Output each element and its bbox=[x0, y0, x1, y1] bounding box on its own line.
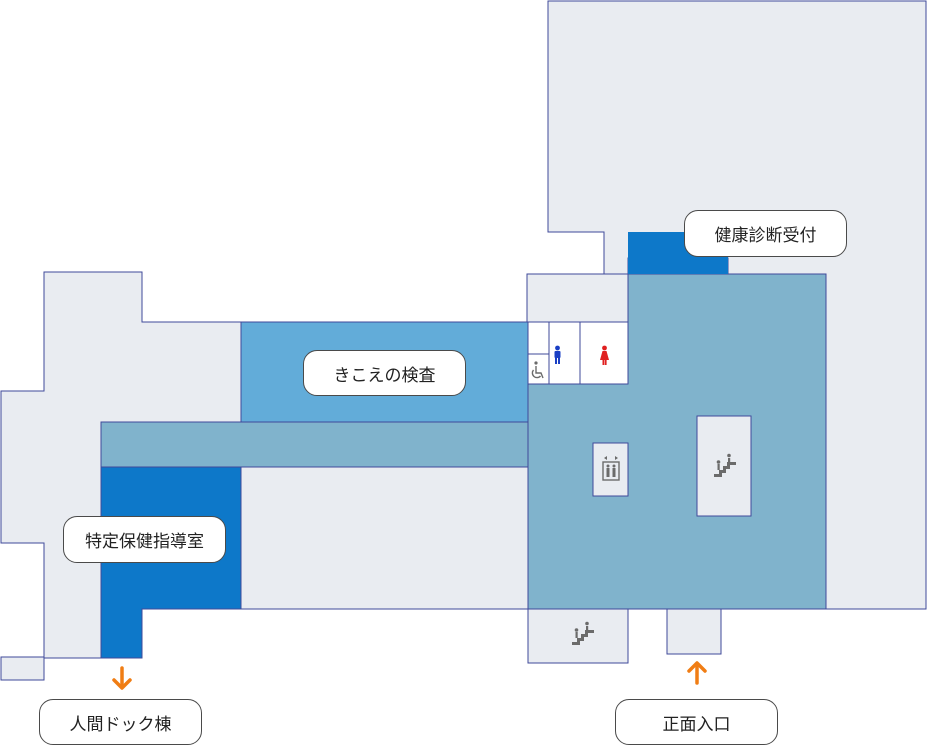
elevator bbox=[592, 442, 629, 497]
central-block-floor bbox=[526, 273, 629, 323]
male-toilet-icon bbox=[554, 345, 561, 364]
entrance-vestibule bbox=[666, 608, 722, 655]
ningen-dock-direction-label[interactable]: 人間ドック棟 bbox=[39, 699, 202, 745]
accessible-toilet-icon bbox=[531, 361, 544, 379]
stairs-icon bbox=[714, 453, 736, 477]
specific-health-guidance-label: 特定保健指導室 bbox=[63, 516, 226, 563]
health-checkup-reception-label: 健康診断受付 bbox=[684, 210, 847, 257]
elevator-icon bbox=[602, 456, 620, 481]
stairs-icon bbox=[572, 621, 594, 645]
corridor bbox=[100, 421, 529, 468]
arrow-up-icon bbox=[687, 661, 707, 685]
arrow-down-icon bbox=[112, 666, 132, 690]
south-stair-room bbox=[527, 608, 629, 664]
center-south-room bbox=[240, 466, 529, 610]
male-toilet bbox=[548, 321, 581, 385]
hearing-test-label: きこえの検査 bbox=[303, 350, 466, 396]
main-entrance-label[interactable]: 正面入口 bbox=[615, 699, 778, 745]
accessible-toilet bbox=[527, 353, 550, 385]
female-toilet-icon bbox=[600, 345, 609, 365]
